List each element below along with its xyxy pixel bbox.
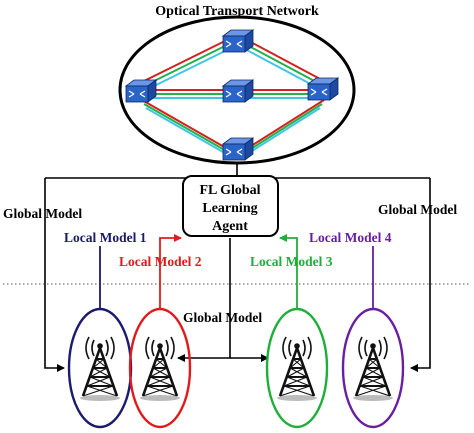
local-model-3-label: Local Model 3	[250, 254, 333, 269]
global-model-label-right: Global Model	[378, 202, 457, 217]
cell-tower-icon	[78, 335, 122, 403]
local-model-4-label: Local Model 4	[309, 230, 392, 245]
agent-label-line2: Learning	[202, 201, 257, 216]
optical-router-icon	[222, 79, 254, 103]
client-3-boundary	[265, 307, 329, 429]
cell-tower-icon	[138, 335, 182, 403]
client-2-boundary	[128, 307, 192, 429]
optical-router-icon	[222, 137, 254, 161]
local-model-2-label: Local Model 2	[119, 254, 202, 269]
optical-router-icon	[222, 29, 254, 53]
global-model-label-left: Global Model	[3, 206, 82, 221]
optical-router-icon	[307, 77, 339, 101]
local-model-1-label: Local Model 1	[64, 230, 147, 245]
local-model-links	[99, 234, 374, 310]
cell-tower-icon	[351, 335, 395, 403]
agent-label-line3: Agent	[212, 219, 248, 234]
cell-tower-icon	[275, 335, 319, 403]
network-title: Optical Transport Network	[155, 4, 319, 19]
optical-links	[141, 39, 325, 157]
global-model-label-center: Global Model	[183, 310, 262, 325]
optical-router-icon	[125, 79, 157, 103]
fl-global-agent-box	[182, 175, 279, 237]
agent-label-line1: FL Global	[199, 183, 260, 198]
client-4-boundary	[341, 307, 405, 429]
